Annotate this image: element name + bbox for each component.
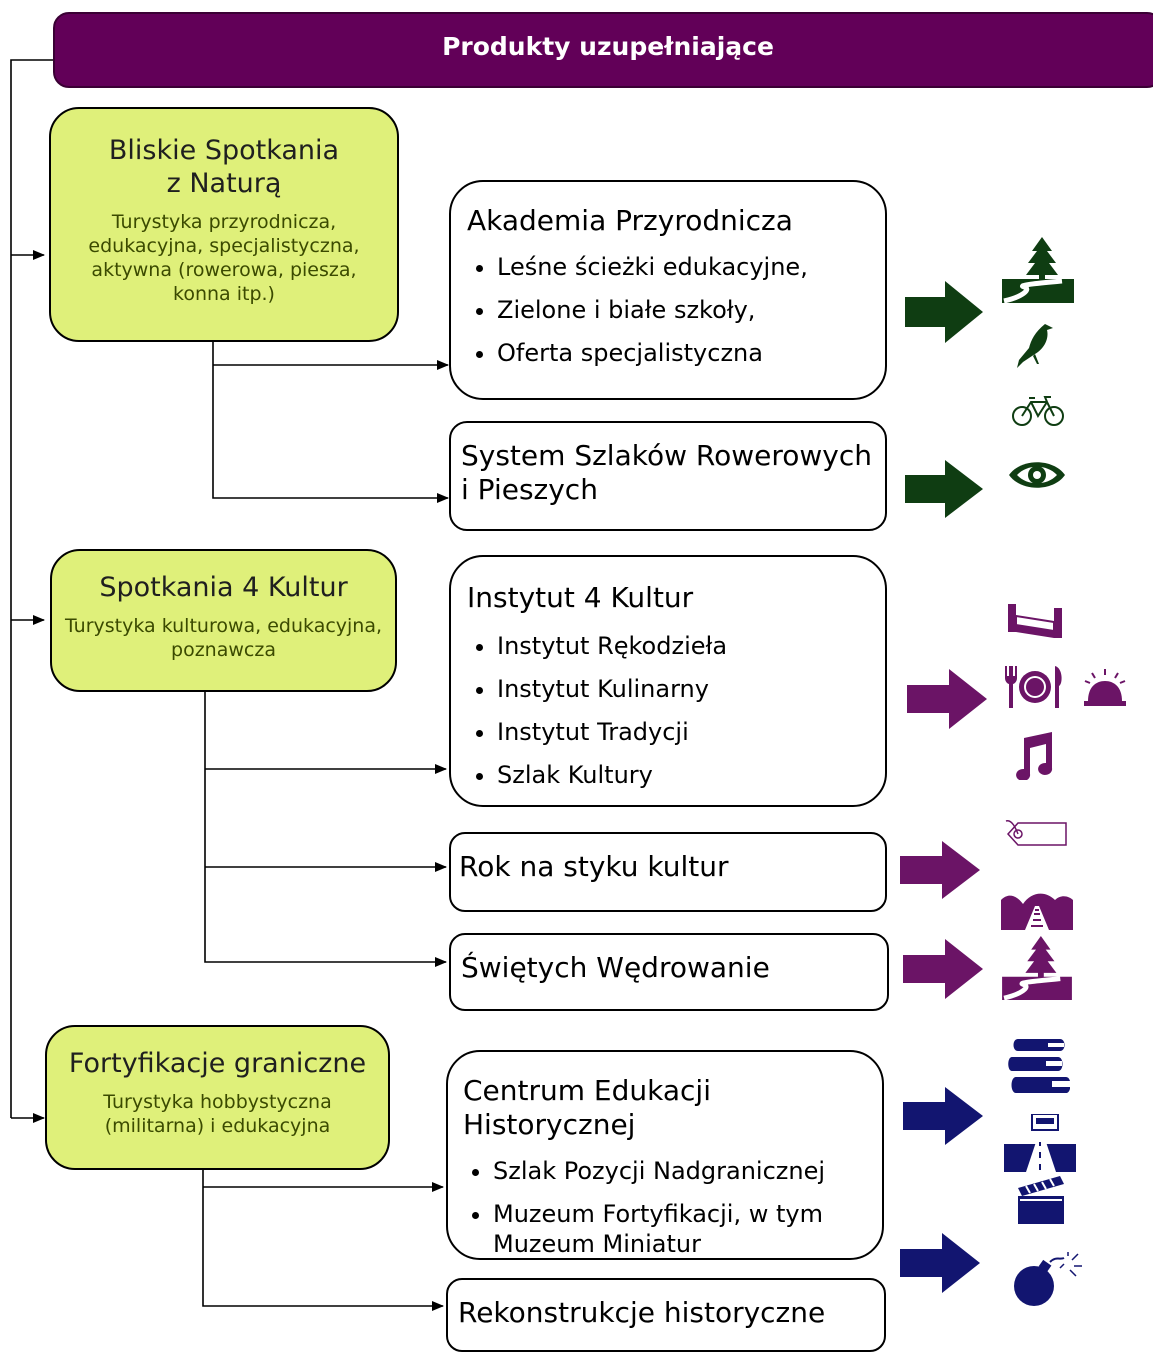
navy-arrow	[900, 1233, 980, 1293]
category-title: Bliskie Spotkania z Naturą	[108, 135, 340, 199]
tag-icon	[1005, 820, 1067, 846]
trail-icon	[1002, 237, 1074, 303]
service-bell-icon	[1084, 669, 1126, 706]
eye-icon	[1009, 462, 1065, 488]
header-title: Produkty uzupełniające	[442, 32, 774, 61]
product-rekonstrukcje: Rekonstrukcje historyczne	[446, 1278, 886, 1352]
category-cultures: Spotkania 4 Kultur Turystyka kulturowa, …	[50, 549, 397, 692]
list-item: Zielone i białe szkoły,	[497, 295, 885, 325]
category-title: Fortyfikacje graniczne	[68, 1048, 367, 1079]
bicycle-icon	[1012, 396, 1064, 426]
category-fortifications: Fortyfikacje graniczne Turystyka hobbyst…	[45, 1025, 390, 1170]
list-item: Muzeum Fortyfikacji, w tym Muzeum Miniat…	[493, 1199, 882, 1259]
product-rok: Rok na styku kultur	[449, 832, 887, 912]
product-title: Centrum Edukacji Historycznej	[463, 1074, 711, 1141]
product-list: Leśne ścieżki edukacyjne, Zielone i biał…	[467, 252, 885, 368]
list-item: Instytut Kulinarny	[497, 674, 885, 704]
product-title: Rekonstrukcje historyczne	[458, 1296, 826, 1329]
trail-icon	[1002, 936, 1072, 1000]
product-list: Instytut Rękodzieła Instytut Kulinarny I…	[467, 631, 885, 790]
header-banner: Produkty uzupełniające	[53, 12, 1153, 88]
list-item: Leśne ścieżki edukacyjne,	[497, 252, 885, 282]
music-note-icon	[1016, 732, 1053, 780]
road-icon	[1004, 1114, 1076, 1172]
navy-arrow	[903, 1087, 983, 1145]
product-szlaki: System Szlaków Rowerowych i Pieszych	[449, 421, 887, 531]
product-title: Instytut 4 Kultur	[467, 581, 694, 614]
railway-icon	[1001, 893, 1073, 930]
green-arrow	[905, 281, 983, 343]
bird-icon	[1017, 324, 1053, 368]
category-subtitle: Turystyka hobbystyczna (militarna) i edu…	[103, 1091, 332, 1137]
list-item: Szlak Pozycji Nadgranicznej	[493, 1156, 882, 1186]
books-icon	[1008, 1039, 1070, 1093]
bed-icon	[1008, 604, 1062, 638]
product-title: Rok na styku kultur	[459, 850, 729, 883]
product-list: Szlak Pozycji Nadgranicznej Muzeum Forty…	[463, 1156, 882, 1259]
category-subtitle: Turystyka kulturowa, edukacyjna, poznawc…	[64, 615, 383, 661]
product-akademia: Akademia Przyrodnicza Leśne ścieżki eduk…	[449, 180, 887, 400]
product-instytut: Instytut 4 Kultur Instytut Rękodzieła In…	[449, 555, 887, 807]
product-title: Świętych Wędrowanie	[461, 951, 770, 984]
product-title: Akademia Przyrodnicza	[467, 204, 793, 237]
purple-arrow	[903, 939, 983, 999]
clapperboard-icon	[1018, 1176, 1064, 1224]
category-nature: Bliskie Spotkania z Naturą Turystyka prz…	[49, 107, 399, 342]
product-swietych: Świętych Wędrowanie	[449, 933, 889, 1011]
green-arrow	[905, 460, 983, 518]
category-title: Spotkania 4 Kultur	[99, 572, 348, 603]
product-title: System Szlaków Rowerowych i Pieszych	[461, 439, 872, 506]
list-item: Oferta specjalistyczna	[497, 338, 885, 368]
list-item: Instytut Rękodzieła	[497, 631, 885, 661]
list-item: Szlak Kultury	[497, 760, 885, 790]
category-subtitle: Turystyka przyrodnicza, edukacyjna, spec…	[88, 211, 360, 305]
list-item: Instytut Tradycji	[497, 717, 885, 747]
restaurant-icon	[1005, 666, 1062, 708]
bomb-icon	[1014, 1252, 1082, 1306]
purple-arrow	[907, 669, 987, 729]
purple-arrow	[900, 841, 980, 899]
product-centrum: Centrum Edukacji Historycznej Szlak Pozy…	[446, 1050, 884, 1260]
